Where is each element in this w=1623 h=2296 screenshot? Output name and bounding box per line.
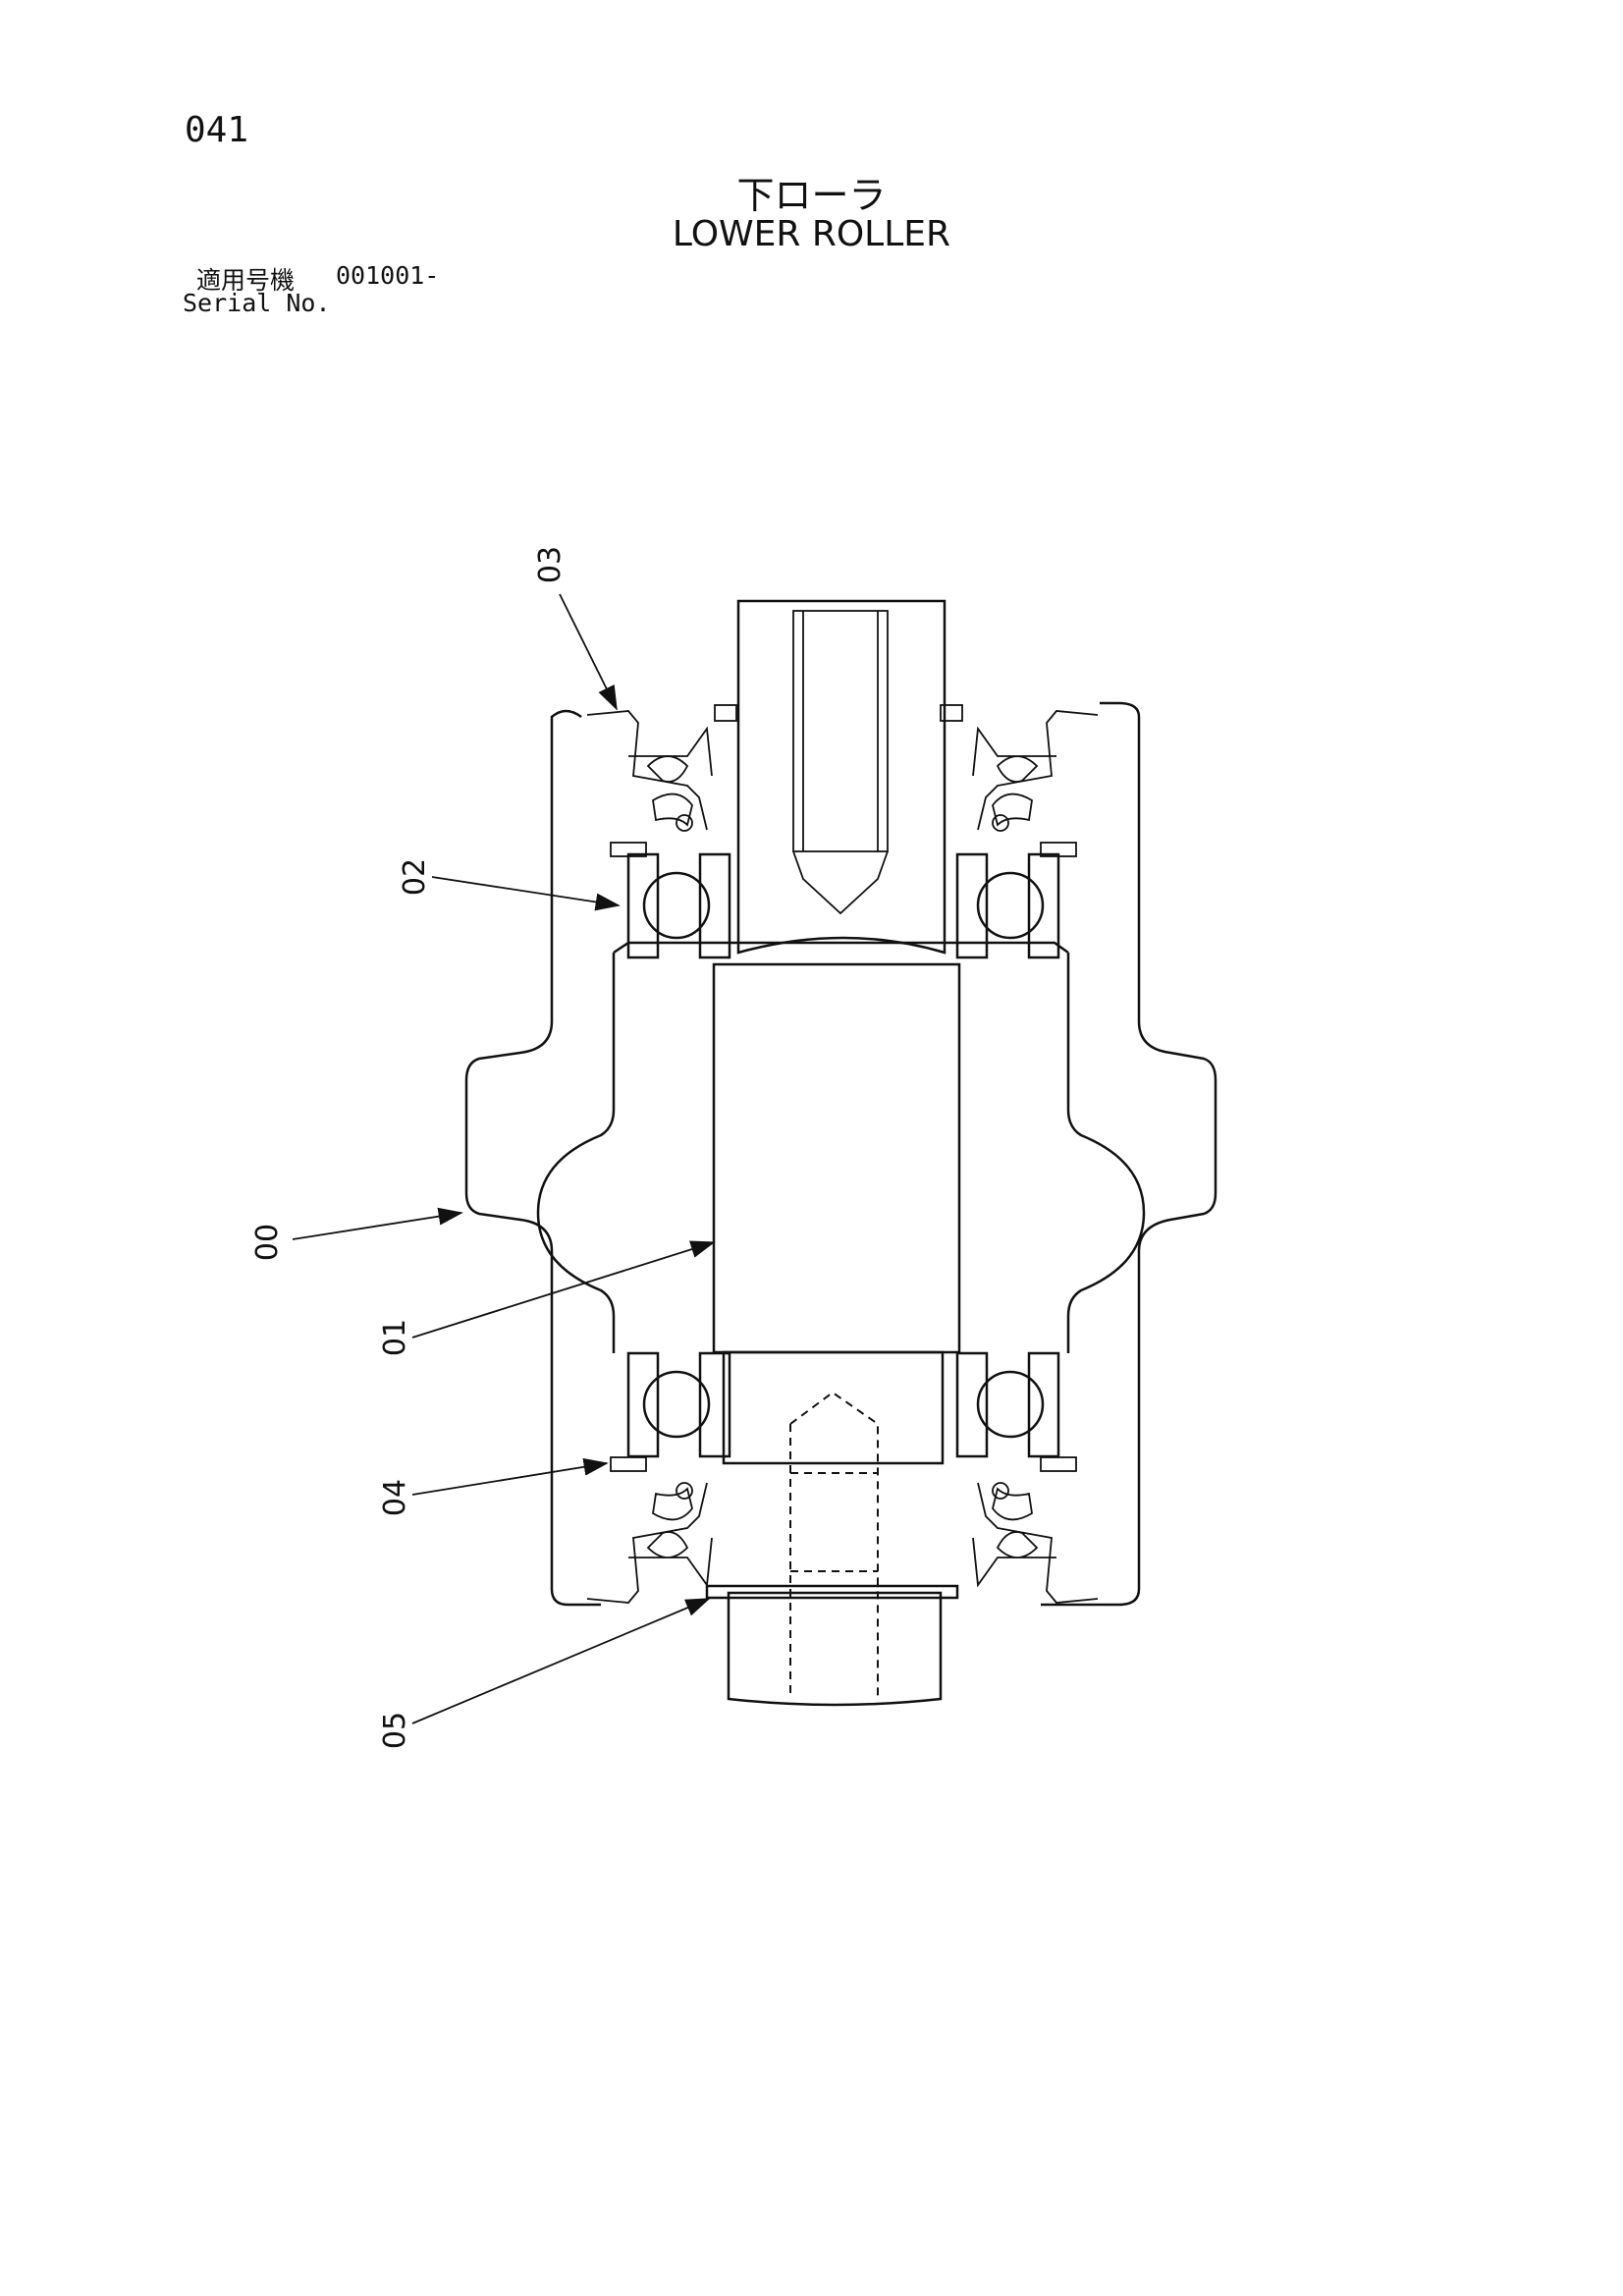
leader-02	[431, 876, 621, 911]
shaft-pin-top-left	[714, 704, 737, 722]
floating-seal-upper-left	[586, 710, 713, 831]
shaft-bore-upper-tip	[792, 850, 889, 915]
leader-03	[559, 593, 618, 711]
bearing-ball-upper-left	[642, 871, 711, 940]
page-number: 041	[185, 110, 249, 150]
inner-bore-top-steps	[613, 941, 1069, 955]
o-ring-lower-left	[676, 1482, 693, 1500]
lock-pin-ul	[610, 842, 647, 857]
inner-flange-profile-right	[1066, 953, 1146, 1353]
title-japanese: 下ローラ	[736, 174, 887, 217]
bearing-race-ll-inner	[698, 1351, 731, 1458]
bearing-race-ul-inner	[698, 852, 731, 959]
floating-seal-upper-right	[972, 710, 1099, 831]
bearing-race-lr-inner	[955, 1351, 989, 1458]
bearing-race-ur-inner	[955, 852, 989, 959]
bearing-race-ll-outer	[626, 1351, 660, 1458]
shaft-bore-lower-hidden	[789, 1391, 879, 1697]
bearing-race-ul-outer	[626, 852, 660, 959]
callout-05: 05	[378, 1712, 412, 1749]
serial-label-japanese: 適用号機	[196, 266, 296, 295]
roller-body-outline	[464, 701, 1217, 1607]
bearing-ball-upper-right	[976, 871, 1045, 940]
bearing-race-ur-outer	[1027, 852, 1060, 959]
retainer-collar	[705, 1584, 959, 1600]
floating-seal-lower-left	[586, 1482, 713, 1604]
callout-00: 00	[250, 1224, 285, 1261]
bearing-ball-lower-right	[976, 1370, 1045, 1439]
leader-05	[411, 1598, 711, 1724]
lock-pin-lr	[1040, 1456, 1077, 1472]
shaft-center	[712, 962, 961, 1354]
o-ring-upper-right	[992, 814, 1009, 832]
serial-value: 001001-	[336, 261, 440, 290]
o-ring-lower-right	[992, 1482, 1009, 1500]
lock-pin-ur	[1040, 842, 1077, 857]
leader-00	[292, 1207, 463, 1240]
callout-04: 04	[378, 1479, 412, 1516]
floating-seal-lower-right	[972, 1482, 1099, 1604]
title-english: LOWER ROLLER	[672, 214, 951, 254]
serial-label-english: Serial No.	[183, 289, 331, 317]
callout-03: 03	[533, 546, 568, 583]
leader-04	[411, 1457, 609, 1496]
callout-01: 01	[378, 1319, 412, 1356]
shaft-upper	[736, 599, 947, 955]
o-ring-upper-left	[676, 814, 693, 832]
shaft-pin-top-right	[940, 704, 963, 722]
inner-flange-profile-left	[536, 953, 616, 1353]
shaft-bore-upper	[792, 610, 889, 852]
callout-02: 02	[398, 858, 432, 896]
shaft-lower	[722, 1350, 945, 1465]
leader-01	[411, 1240, 716, 1339]
lock-pin-ll	[610, 1456, 647, 1472]
shaft-lower-end	[727, 1591, 943, 1707]
bearing-race-lr-outer	[1027, 1351, 1060, 1458]
bearing-ball-lower-left	[642, 1370, 711, 1439]
